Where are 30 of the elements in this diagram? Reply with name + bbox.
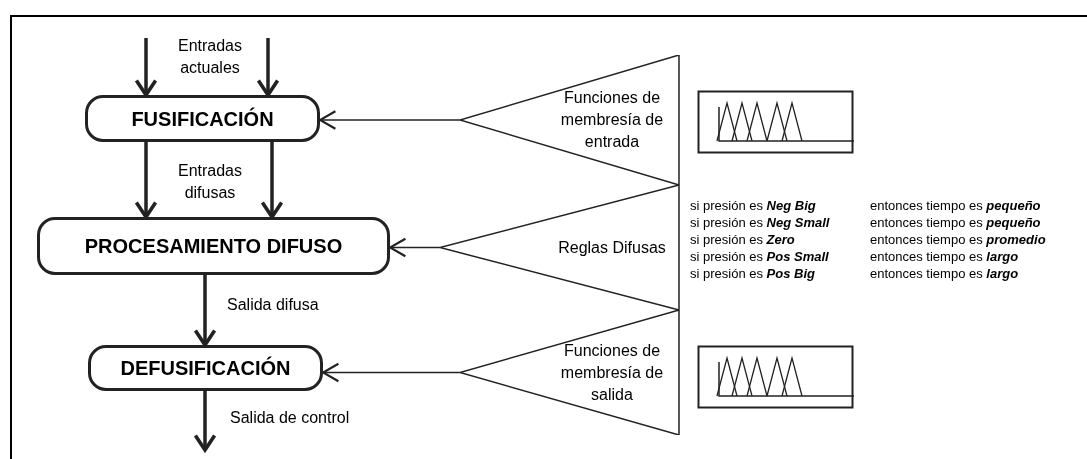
arrow	[134, 142, 158, 219]
process-box: DEFUSIFICACIÓN	[88, 345, 323, 391]
triangle-shape	[460, 310, 680, 435]
rule-text: si presión es Neg Small	[690, 215, 830, 231]
triangle-label: Reglas Difusas	[558, 237, 666, 258]
rule-text: entonces tiempo es largo	[870, 249, 1019, 265]
flow-label: Entradas difusas	[176, 161, 243, 203]
process-box: FUSIFICACIÓN	[85, 95, 320, 142]
arrow	[321, 362, 461, 383]
rule-text: entonces tiempo es largo	[870, 266, 1019, 282]
rule-text: entonces tiempo es promedio	[870, 232, 1046, 248]
triangle-shape	[440, 185, 680, 310]
arrow	[193, 275, 217, 347]
flow-label: Entradas actuales	[176, 36, 243, 78]
arrow	[260, 142, 284, 219]
triangle-shape	[460, 55, 680, 185]
triangle-label: Funciones de membresía de salida	[559, 340, 665, 405]
arrow	[134, 38, 158, 97]
process-box: PROCESAMIENTO DIFUSO	[37, 217, 390, 275]
rule-text: si presión es Zero	[690, 232, 795, 248]
rule-text: entonces tiempo es pequeño	[870, 198, 1041, 214]
arrow	[193, 391, 217, 452]
arrow	[388, 237, 441, 258]
arrow	[318, 110, 461, 130]
rule-text: si presión es Pos Small	[690, 249, 829, 265]
rule-text: si presión es Pos Big	[690, 266, 815, 282]
rule-text: si presión es Neg Big	[690, 198, 816, 214]
rule-text: entonces tiempo es pequeño	[870, 215, 1041, 231]
arrow	[256, 38, 280, 97]
triangle-label: Funciones de membresía de entrada	[559, 88, 665, 152]
